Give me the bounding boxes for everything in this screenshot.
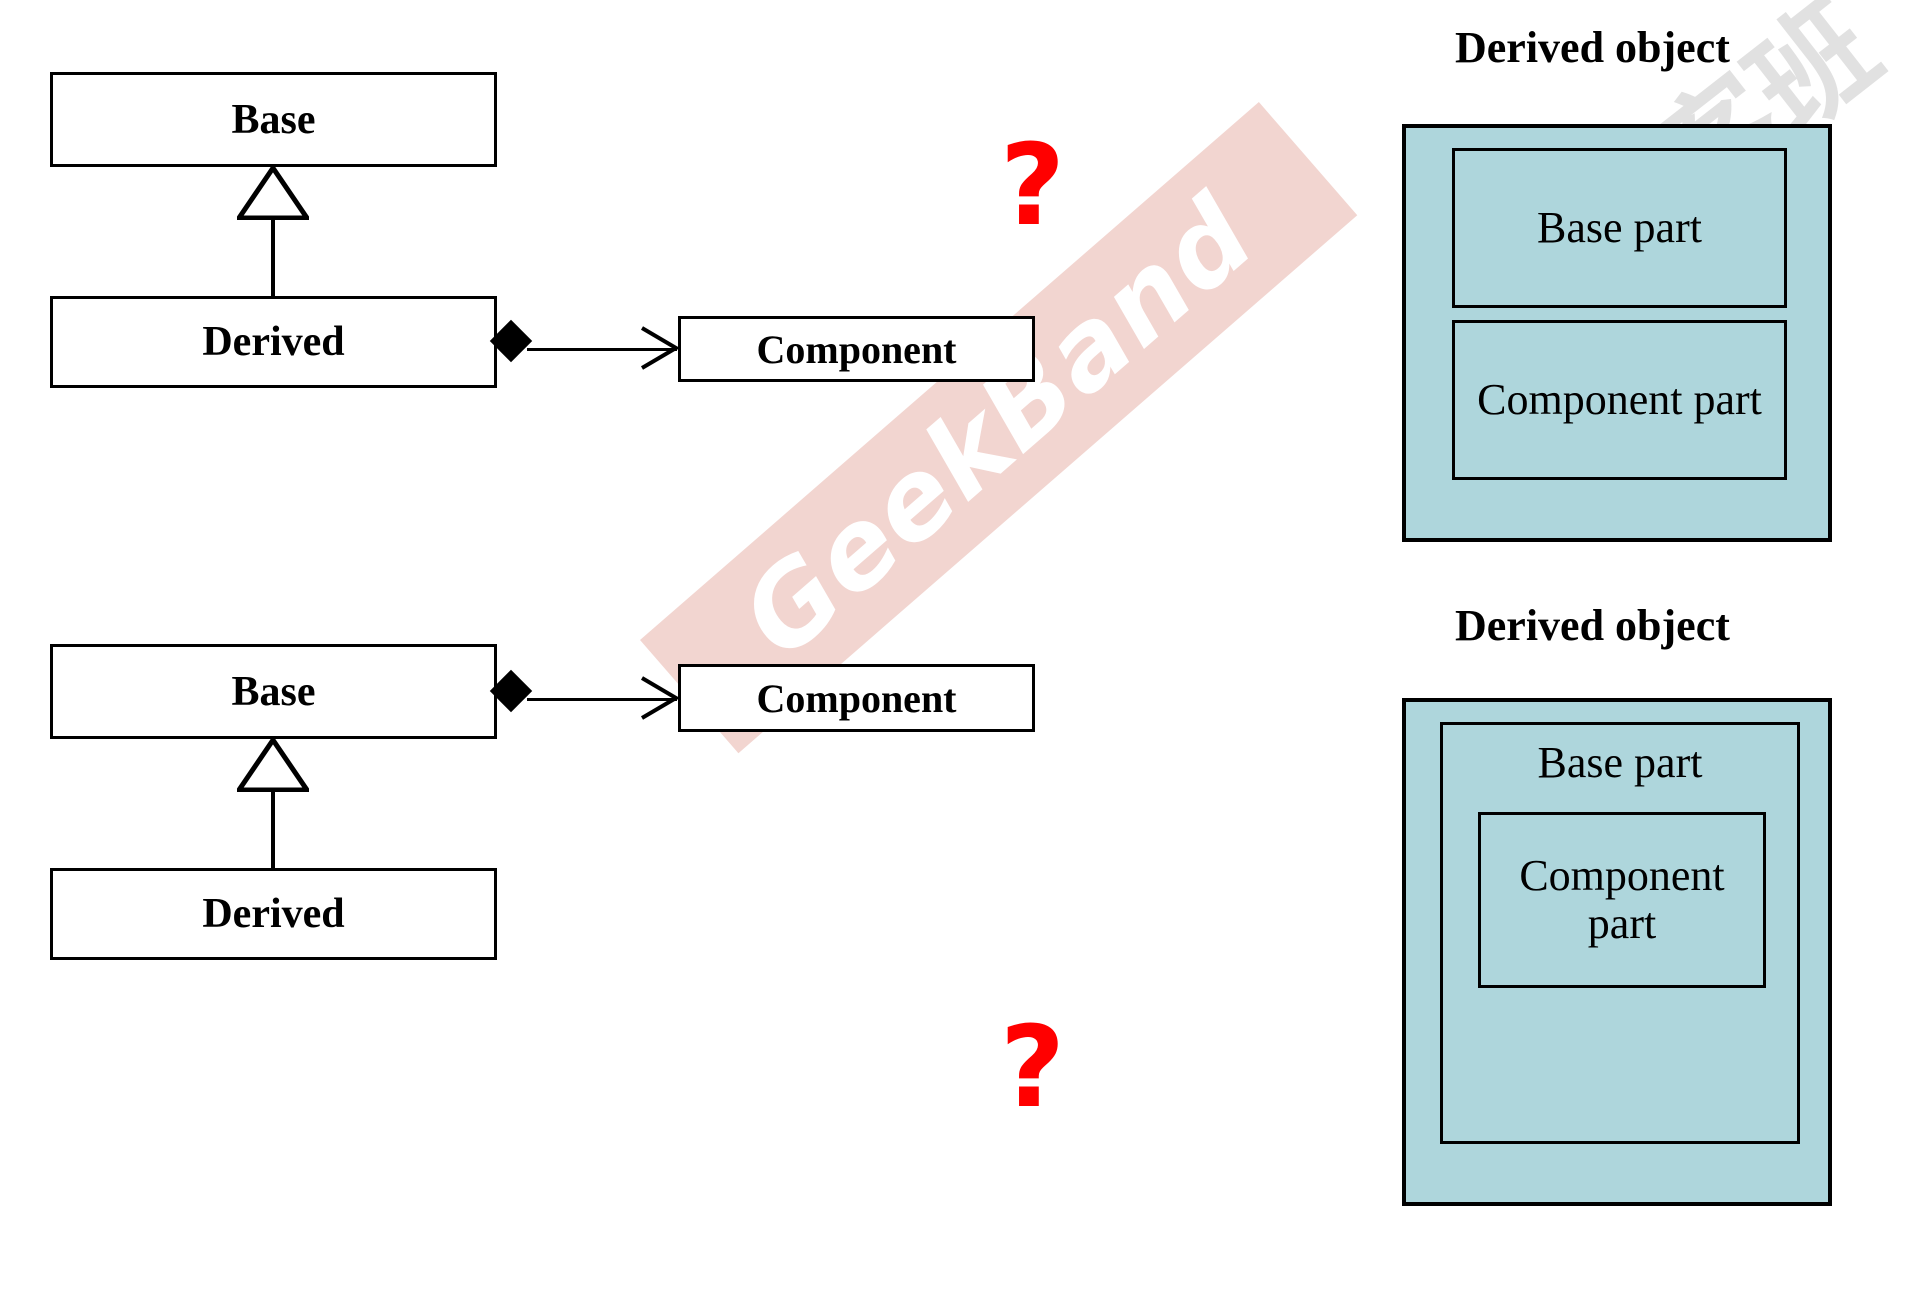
top-object-part-component-label: Component part (1477, 375, 1762, 425)
bottom-inheritance-line (271, 790, 275, 870)
brand-watermark-band (640, 102, 1358, 754)
bottom-object-part-component: Component part (1478, 812, 1766, 988)
top-question-mark: ? (1000, 121, 1065, 251)
bottom-composition-line (527, 698, 677, 701)
bottom-class-derived-label: Derived (202, 891, 345, 937)
top-class-base[interactable]: Base (50, 72, 497, 167)
top-class-derived-label: Derived (202, 319, 345, 365)
bottom-class-derived[interactable]: Derived (50, 868, 497, 960)
top-class-base-label: Base (231, 96, 316, 143)
bottom-object-part-base: Base part (1440, 722, 1800, 1144)
top-object-part-base-label: Base part (1537, 203, 1702, 253)
top-object-part-base: Base part (1452, 148, 1787, 308)
bottom-class-base[interactable]: Base (50, 644, 497, 739)
top-composition-line (527, 348, 677, 351)
bottom-class-component[interactable]: Component (678, 664, 1035, 732)
top-object-part-component: Component part (1452, 320, 1787, 480)
bottom-class-base-label: Base (231, 668, 316, 715)
bottom-question-mark: ? (1000, 1003, 1065, 1133)
bottom-inheritance-triangle-icon (234, 735, 312, 793)
bottom-object-panel (1402, 698, 1832, 1206)
bottom-object-panel-title: Derived object (1455, 601, 1730, 650)
bottom-arrowhead-icon (632, 674, 680, 722)
top-arrowhead-icon (632, 324, 680, 372)
top-object-panel (1402, 124, 1832, 542)
top-class-component-label: Component (756, 326, 957, 372)
bottom-object-part-component-label: Component part (1519, 851, 1725, 948)
brand-watermark-text: GeekBand (718, 172, 1278, 682)
bottom-class-component-label: Component (756, 675, 957, 721)
top-object-panel-title: Derived object (1455, 23, 1730, 72)
top-class-component[interactable]: Component (678, 316, 1035, 382)
bottom-object-part-base-label: Base part (1537, 738, 1703, 787)
top-inheritance-triangle-icon (234, 163, 312, 221)
top-inheritance-line (271, 218, 275, 298)
top-class-derived[interactable]: Derived (50, 296, 497, 388)
